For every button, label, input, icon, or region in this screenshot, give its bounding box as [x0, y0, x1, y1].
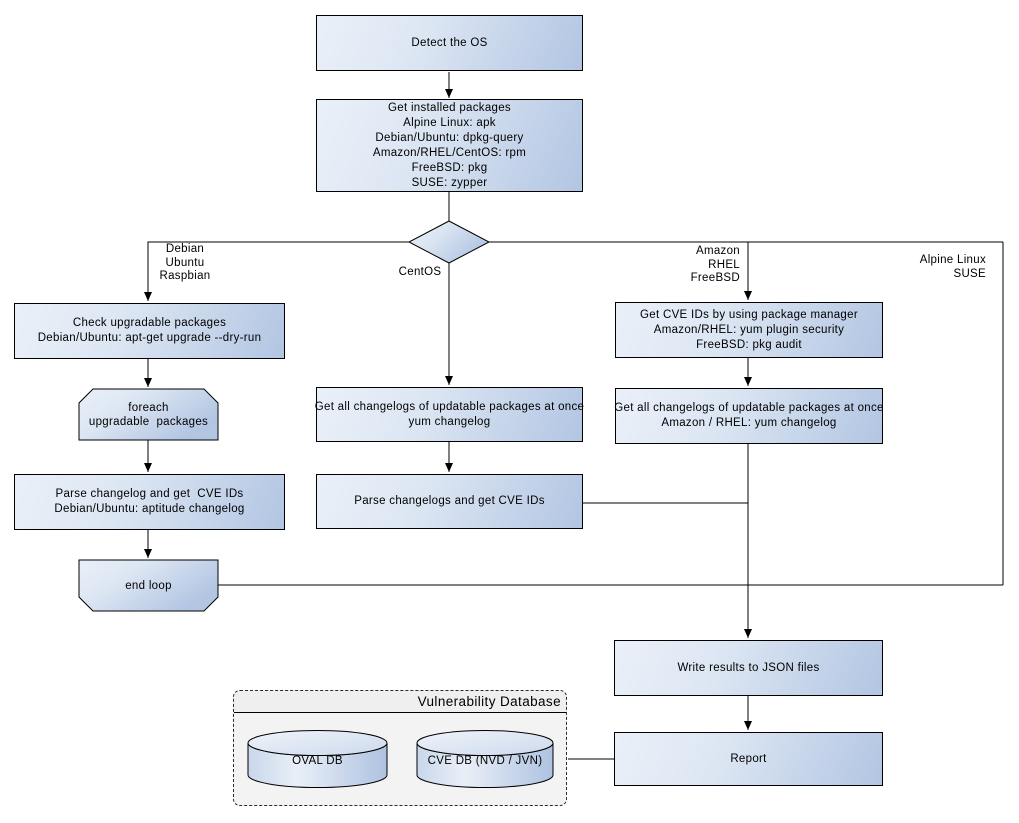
loop-start-foreach: foreach upgradable packages: [79, 389, 218, 440]
node-get-cve-ids-pkg-manager: Get CVE IDs by using package manager Ama…: [615, 302, 883, 358]
cve-db-label: CVE DB (NVD / JVN): [427, 754, 543, 767]
cve-db-label-wrap: CVE DB (NVD / JVN): [417, 747, 553, 775]
group-header: Vulnerability Database: [234, 691, 566, 713]
node-get-installed-packages: Get installed packages Alpine Linux: apk…: [316, 99, 583, 192]
node-report-label: Report: [730, 752, 767, 765]
node-check-upgradable-packages: Check upgradable packages Debian/Ubuntu:…: [14, 303, 285, 359]
edge-label-alpine-branch: Alpine Linux SUSE: [919, 254, 986, 280]
loop-start-shape: [78, 388, 219, 441]
loop-end-shape: [78, 559, 219, 612]
node-check-upgradable-packages-label: Check upgradable packages Debian/Ubuntu:…: [37, 317, 262, 344]
node-write-results-json-label: Write results to JSON files: [677, 661, 820, 674]
edge-label-amazon-branch: Amazon RHEL FreeBSD: [690, 245, 740, 284]
group-title: Vulnerability Database: [417, 694, 561, 709]
node-detect-os: Detect the OS: [316, 15, 583, 71]
node-parse-changelog-debian: Parse changelog and get CVE IDs Debian/U…: [14, 474, 285, 530]
cylinder-oval-db: [247, 730, 388, 788]
oval-db-label: OVAL DB: [292, 754, 343, 767]
node-get-changelogs-centos-label: Get all changelogs of updatable packages…: [314, 400, 585, 428]
node-detect-os-label: Detect the OS: [411, 36, 488, 49]
node-write-results-json: Write results to JSON files: [614, 640, 883, 696]
node-get-changelogs-centos: Get all changelogs of updatable packages…: [314, 387, 585, 442]
node-parse-changelogs-centos: Parse changelogs and get CVE IDs: [316, 474, 583, 529]
edge-label-debian-branch: Debian Ubuntu Raspbian: [159, 243, 211, 282]
node-get-changelogs-amazon: Get all changelogs of updatable packages…: [614, 388, 884, 444]
oval-db-label-wrap: OVAL DB: [248, 747, 387, 775]
loop-start-foreach-label: foreach upgradable packages: [88, 401, 209, 428]
node-parse-changelog-debian-label: Parse changelog and get CVE IDs Debian/U…: [54, 488, 245, 515]
node-parse-changelogs-centos-label: Parse changelogs and get CVE IDs: [354, 495, 545, 507]
loop-end-label: end loop: [125, 579, 172, 592]
node-get-changelogs-amazon-label: Get all changelogs of updatable packages…: [614, 402, 884, 429]
node-report: Report: [614, 732, 883, 786]
node-get-installed-packages-label: Get installed packages Alpine Linux: apk…: [372, 101, 527, 189]
loop-end: end loop: [79, 560, 218, 611]
cylinder-cve-db: [416, 730, 554, 788]
connector-decision-to-debian: [144, 241, 409, 301]
decision-diamond: [407, 220, 491, 264]
node-get-cve-ids-pkg-manager-label: Get CVE IDs by using package manager Ama…: [640, 308, 858, 351]
edge-label-centos-branch: CentOS: [398, 266, 442, 278]
